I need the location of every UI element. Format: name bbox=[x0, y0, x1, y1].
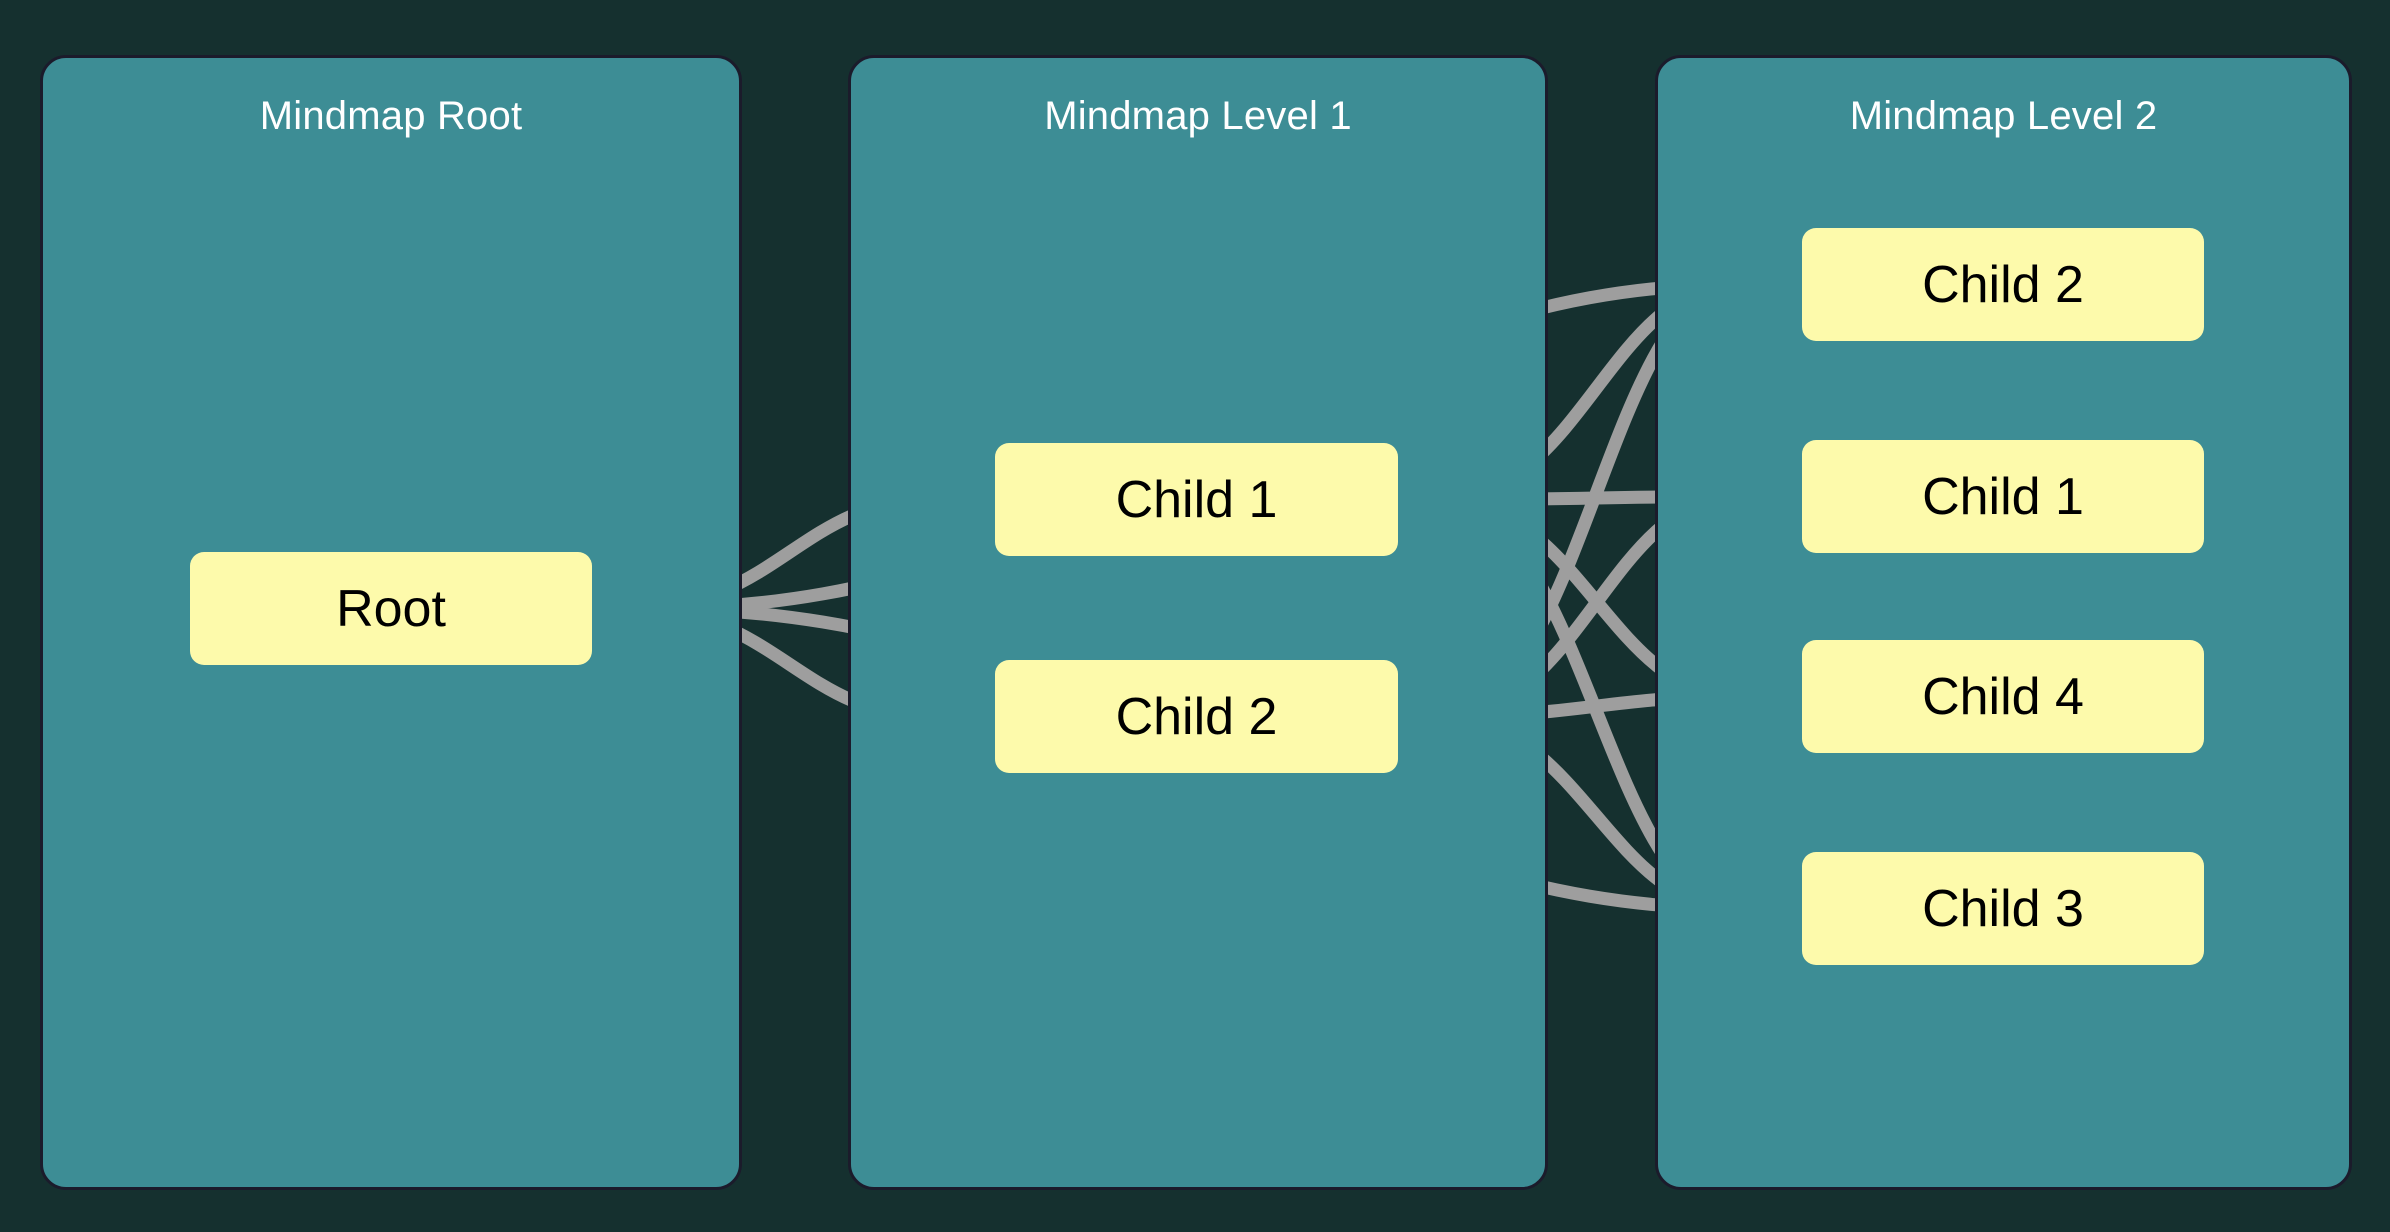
node-level2-child-3[interactable]: Child 3 bbox=[1802, 852, 2204, 965]
node-label: Child 4 bbox=[1922, 667, 2084, 726]
node-label: Root bbox=[336, 579, 446, 638]
cluster-mindmap-level-2[interactable]: Mindmap Level 2 bbox=[1655, 55, 2352, 1190]
node-label: Child 3 bbox=[1922, 879, 2084, 938]
node-level1-child-1[interactable]: Child 1 bbox=[995, 443, 1398, 556]
node-label: Child 1 bbox=[1115, 470, 1278, 529]
node-level2-child-4[interactable]: Child 4 bbox=[1802, 640, 2204, 753]
node-label: Child 2 bbox=[1922, 255, 2084, 314]
node-label: Child 1 bbox=[1922, 467, 2084, 526]
node-label: Child 2 bbox=[1115, 687, 1278, 746]
cluster-mindmap-level-1[interactable]: Mindmap Level 1 bbox=[848, 55, 1548, 1190]
node-level2-child-1[interactable]: Child 1 bbox=[1802, 440, 2204, 553]
node-level2-child-2[interactable]: Child 2 bbox=[1802, 228, 2204, 341]
node-root[interactable]: Root bbox=[190, 552, 592, 665]
cluster-title-mindmap-level-2: Mindmap Level 2 bbox=[1849, 94, 2158, 138]
cluster-title-mindmap-root: Mindmap Root bbox=[259, 94, 523, 138]
node-level1-child-2[interactable]: Child 2 bbox=[995, 660, 1398, 773]
cluster-title-mindmap-level-1: Mindmap Level 1 bbox=[1044, 94, 1352, 138]
